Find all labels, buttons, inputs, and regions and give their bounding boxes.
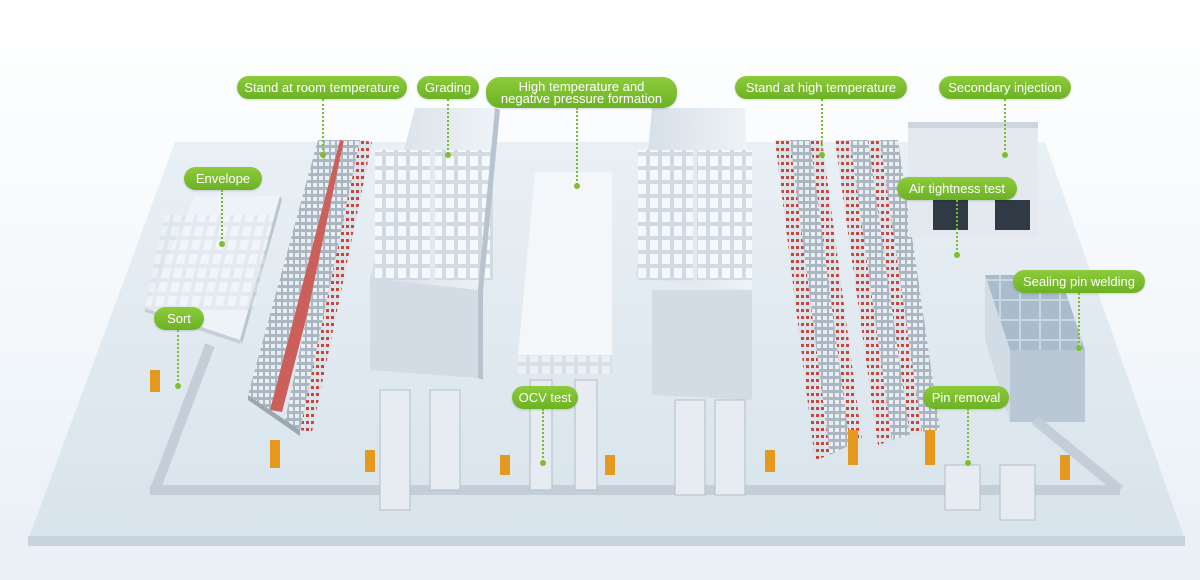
leader-sealing-pin-welding	[1078, 293, 1080, 347]
callout-sort: Sort	[154, 307, 204, 330]
dot-stand-high-temperature	[819, 152, 825, 158]
dot-stand-room-temperature	[320, 152, 326, 158]
callout-stand-high-temperature: Stand at high temperature	[735, 76, 907, 99]
leader-stand-room-temperature	[322, 99, 324, 154]
dot-pin-removal	[965, 460, 971, 466]
dot-ocv-test	[540, 460, 546, 466]
dot-envelope	[219, 241, 225, 247]
high-temp-stand-building-center	[636, 108, 752, 400]
callout-sealing-pin-welding: Sealing pin welding	[1013, 270, 1145, 293]
robot-arms	[150, 370, 1070, 480]
callout-air-tightness-test: Air tightness test	[897, 177, 1017, 200]
leader-air-tightness-test	[956, 200, 958, 254]
callout-stand-room-temperature: Stand at room temperature	[237, 76, 407, 99]
high-temp-stand-racks	[775, 140, 940, 460]
callout-pin-removal: Pin removal	[923, 386, 1009, 409]
room-temp-stand-racks	[248, 140, 372, 436]
callout-secondary-injection: Secondary injection	[939, 76, 1071, 99]
leader-envelope	[221, 190, 223, 243]
callout-grading: Grading	[417, 76, 479, 99]
leader-grading	[447, 99, 449, 154]
leader-pin-removal	[967, 409, 969, 462]
callout-envelope: Envelope	[184, 167, 262, 190]
leader-sort	[177, 330, 179, 385]
dot-sealing-pin-welding	[1076, 345, 1082, 351]
leader-stand-high-temperature	[821, 99, 823, 154]
envelope-building	[144, 196, 282, 344]
leader-secondary-injection	[1004, 99, 1006, 154]
dot-secondary-injection	[1002, 152, 1008, 158]
leader-ocv-test	[542, 409, 544, 462]
leader-high-temp-formation	[576, 108, 578, 185]
sealing-pin-welding-booth	[985, 275, 1085, 422]
callout-ocv-test: OCV test	[512, 386, 578, 409]
dot-grading	[445, 152, 451, 158]
callout-high-temp-formation: High temperature and negative pressure f…	[486, 77, 677, 108]
dot-air-tightness-test	[954, 252, 960, 258]
formation-building	[518, 172, 612, 375]
grading-building	[370, 108, 500, 380]
dot-high-temp-formation	[574, 183, 580, 189]
dot-sort	[175, 383, 181, 389]
floor-edge	[28, 536, 1185, 546]
